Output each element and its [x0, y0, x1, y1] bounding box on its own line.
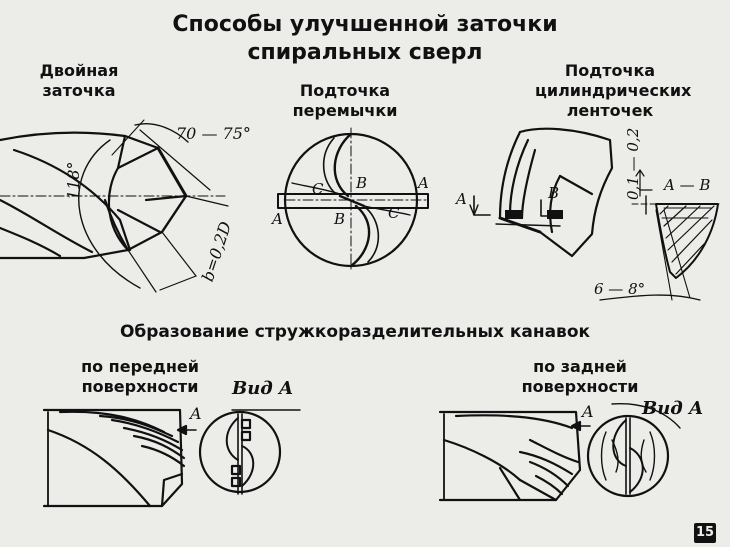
back-view-label: Вид A — [642, 398, 704, 419]
grooves-subtitle: Образование стружкоразделительных канаво… — [119, 322, 591, 342]
web-point-c-left: C — [312, 180, 324, 198]
slide-title-line-1: Способы улучшенной заточки — [172, 12, 558, 37]
front-view-label: Вид A — [232, 378, 294, 399]
front-label-2: поверхности — [81, 377, 199, 396]
back-grooves-drawing — [438, 403, 681, 502]
land-label-1: Подточка — [564, 61, 656, 80]
land-label-3: ленточек — [566, 101, 654, 120]
slide-title-line-2: спиральных сверл — [247, 40, 483, 65]
front-label-1: по передней — [81, 357, 199, 376]
web-point-a-right: A — [418, 174, 429, 192]
back-label-2: поверхности — [521, 377, 639, 396]
land-point-a: A — [456, 190, 467, 208]
land-label-2: цилиндрических — [535, 81, 692, 100]
web-point-c-right: C — [388, 204, 400, 222]
double-sharpening-label-1: Двойная — [39, 61, 119, 80]
front-arrow-label: A — [190, 404, 202, 423]
land-angle-6-8: 6 — 8° — [594, 280, 646, 298]
slide-number-badge: 15 — [694, 523, 716, 543]
front-grooves-drawing — [42, 408, 301, 508]
web-thinning-label-2: перемычки — [292, 101, 398, 120]
double-sharpening-label-2: заточка — [42, 81, 116, 100]
angle-118: 118° — [64, 161, 83, 200]
land-section-label: A — B — [664, 176, 711, 194]
double-sharpening-drawing — [0, 119, 229, 293]
web-thinning-label-1: Подточка — [299, 81, 391, 100]
land-dim-vertical: 0,1 — 0,2 — [624, 127, 642, 200]
land-point-b: B — [548, 184, 560, 202]
web-point-b-bottom: B — [334, 210, 346, 228]
land-sharpening-drawing — [469, 127, 721, 301]
back-label-1: по задней — [533, 357, 627, 376]
back-arrow-label: A — [582, 402, 594, 421]
angle-70-75: 70 — 75° — [176, 124, 251, 143]
web-thinning-drawing — [277, 127, 429, 273]
web-point-a-left: A — [272, 210, 283, 228]
web-point-b-top: B — [356, 174, 368, 192]
